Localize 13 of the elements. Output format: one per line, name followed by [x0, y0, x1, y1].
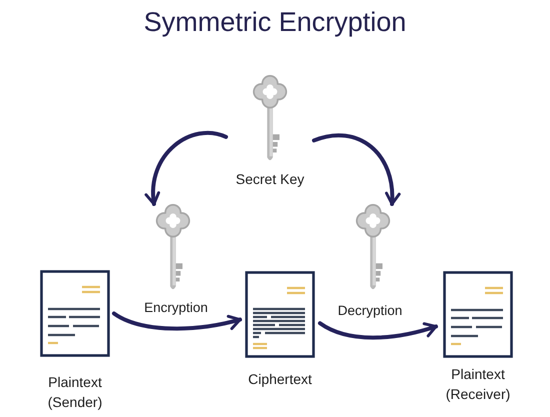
key-icon [354, 204, 392, 292]
node-label: Plaintext (Sender) [46, 373, 104, 412]
title: Symmetric Encryption [142, 6, 408, 39]
node-label: Plaintext (Receiver) [444, 365, 512, 404]
curved-arrow [145, 130, 228, 206]
node-label: Ciphertext [247, 370, 313, 389]
edge-label: Encryption [142, 300, 210, 316]
curved-arrow [312, 133, 400, 206]
node-label: Secret Key [234, 170, 306, 189]
curved-arrow [318, 321, 438, 340]
key-icon [154, 204, 192, 292]
edge-label: Decryption [336, 303, 404, 319]
curved-arrow [112, 311, 242, 331]
